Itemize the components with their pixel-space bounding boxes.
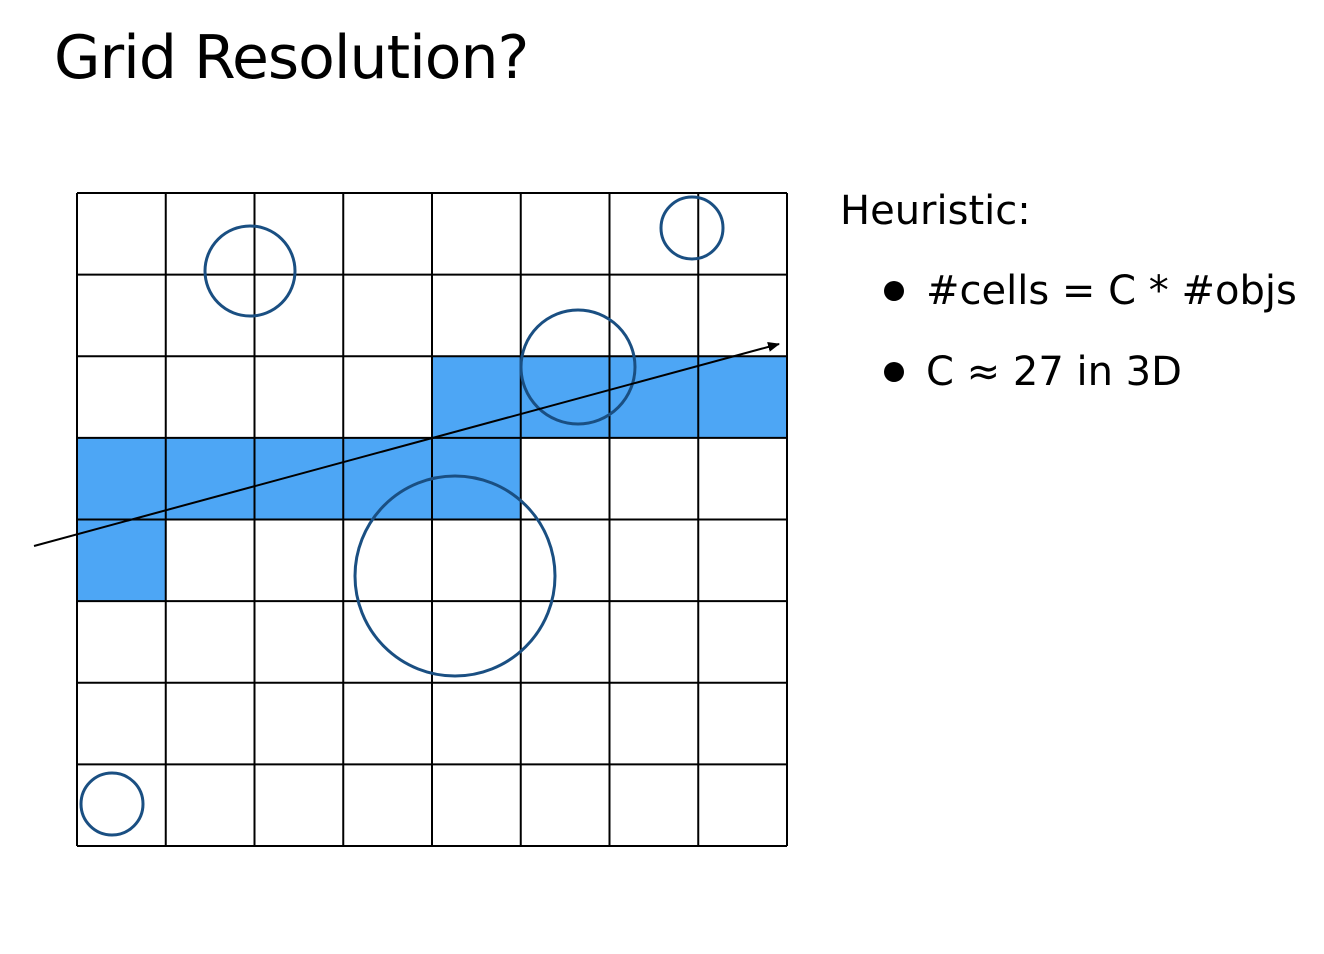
- object-circle: [353, 474, 557, 678]
- highlighted-cell: [520, 356, 610, 438]
- highlighted-cell: [254, 437, 344, 520]
- slide-title: Grid Resolution?: [54, 23, 529, 93]
- bullet-text: #cells = C * #objs: [926, 268, 1297, 314]
- list-item: C ≈ 27 in 3D: [884, 347, 1310, 397]
- object-circle: [659, 195, 725, 261]
- bullet-text: C ≈ 27 in 3D: [926, 349, 1182, 395]
- heuristic-heading: Heuristic:: [840, 188, 1031, 234]
- highlighted-cell: [77, 519, 166, 602]
- ray-arrow: [33, 342, 780, 547]
- highlighted-cell: [343, 437, 432, 520]
- bullet-dot-icon: [884, 362, 904, 382]
- objects: [79, 195, 725, 837]
- bullet-dot-icon: [884, 281, 904, 301]
- highlighted-cell: [77, 437, 166, 520]
- object-circle: [203, 224, 297, 318]
- list-item: #cells = C * #objs: [884, 266, 1310, 316]
- grid-lines: [76, 192, 788, 847]
- highlighted-cell: [432, 356, 521, 438]
- heuristic-panel: Heuristic: #cells = C * #objs C ≈ 27 in …: [840, 186, 1310, 428]
- grid-diagram: [33, 192, 788, 847]
- highlighted-cell: [698, 356, 787, 438]
- object-circle: [79, 771, 145, 837]
- object-circle: [519, 308, 637, 426]
- heuristic-list: #cells = C * #objs C ≈ 27 in 3D: [840, 266, 1310, 397]
